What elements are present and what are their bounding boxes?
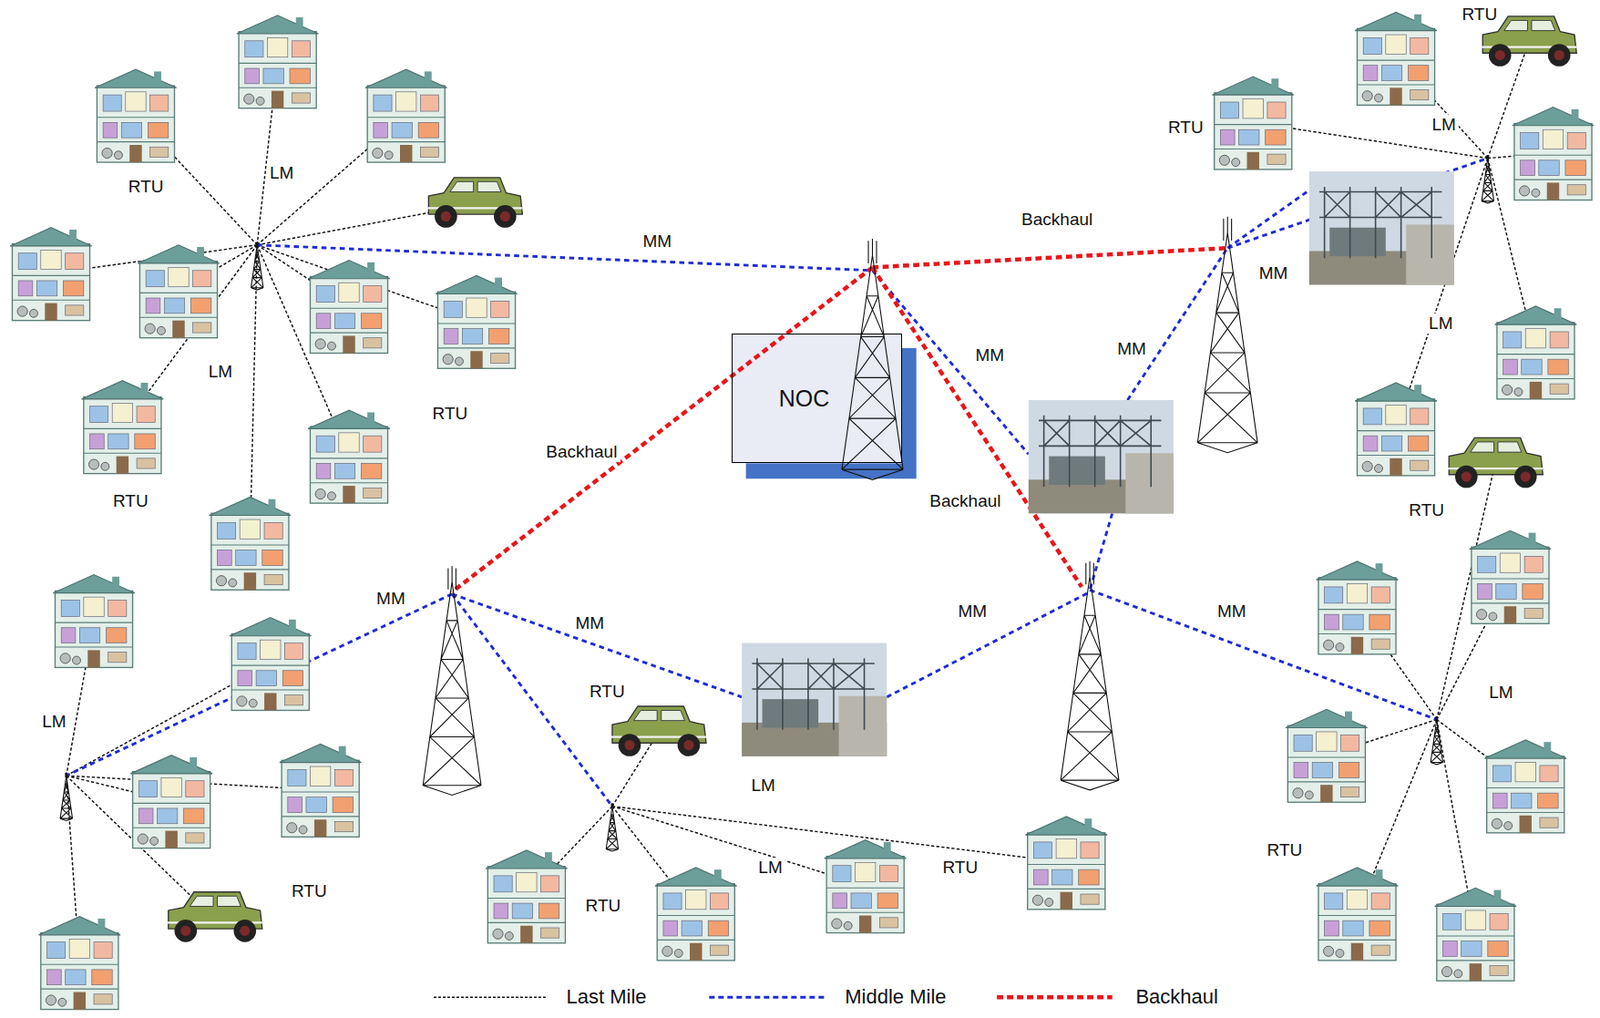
map-label: LM — [755, 857, 785, 878]
house-icon — [1469, 530, 1552, 624]
house-icon — [130, 755, 213, 849]
map-label: MM — [373, 588, 409, 609]
map-label: RTU — [939, 857, 981, 878]
map-label: MM — [1214, 601, 1250, 622]
house-icon — [229, 617, 312, 711]
map-label: MM — [972, 345, 1007, 366]
house-icon — [236, 15, 319, 109]
map-label: LM — [1425, 313, 1456, 334]
map-label: Backhaul — [1018, 209, 1096, 230]
house-icon — [1484, 739, 1567, 833]
last-mile-lines — [51, 42, 1553, 965]
vehicle-icon — [167, 892, 263, 943]
map-label: MM — [572, 613, 607, 634]
tower-symbol — [422, 565, 482, 795]
hub-tower-symbol — [1481, 154, 1494, 204]
map-label: Backhaul — [543, 441, 620, 462]
vehicle-icon — [1447, 437, 1543, 488]
map-label: MM — [639, 231, 675, 252]
vehicle-icon — [427, 177, 523, 228]
house-icon — [137, 245, 220, 339]
map-label: RTU — [586, 681, 628, 702]
house-icon — [1025, 816, 1108, 910]
house-icon — [307, 260, 390, 354]
hub-tower-symbol — [605, 802, 618, 852]
map-label: RTU — [1165, 117, 1207, 138]
map-label: Backhaul — [926, 491, 1004, 512]
vehicle-icon — [611, 706, 707, 757]
substation-picture — [1309, 171, 1455, 285]
house-icon — [82, 380, 165, 474]
house-icon — [365, 69, 448, 163]
legend-label: Last Mile — [566, 984, 647, 1009]
tower-symbol — [1060, 561, 1119, 790]
house-icon — [1354, 11, 1437, 105]
house-icon — [10, 227, 93, 321]
middle-mile-lines — [66, 158, 1488, 807]
house-icon — [1435, 887, 1518, 981]
legend-line-sample — [433, 995, 546, 998]
map-label: MM — [1114, 338, 1149, 359]
map-label: RTU — [1264, 840, 1306, 861]
network-operations-box: NOC — [731, 333, 903, 463]
house-icon — [52, 574, 135, 668]
map-label: MM — [1256, 263, 1292, 284]
house-icon — [1316, 561, 1399, 655]
hub-tower-symbol — [250, 241, 263, 290]
map-label: LM — [1428, 114, 1458, 135]
map-label: RTU — [288, 881, 330, 902]
house-icon — [1285, 708, 1368, 802]
legend-label: Backhaul — [1135, 984, 1219, 1009]
house-icon — [1354, 382, 1437, 476]
house-icon — [824, 840, 907, 934]
house-icon — [655, 867, 738, 961]
box-title: NOC — [779, 385, 831, 412]
house-icon — [307, 410, 390, 503]
tower-symbol — [841, 238, 903, 480]
map-label: LM — [205, 361, 236, 382]
map-label: RTU — [1458, 4, 1500, 25]
map-label: LM — [1486, 682, 1516, 703]
house-icon — [1211, 76, 1294, 170]
legend-label: Middle Mile — [844, 984, 946, 1009]
map-label: RTU — [583, 896, 625, 917]
house-icon — [1495, 306, 1578, 400]
hub-tower-symbol — [60, 772, 72, 821]
house-icon — [435, 275, 518, 369]
map-label: LM — [748, 775, 778, 796]
map-label: LM — [266, 163, 297, 184]
house-icon — [209, 496, 292, 590]
map-label: LM — [39, 711, 69, 732]
legend-line-sample — [708, 995, 825, 999]
map-label: RTU — [110, 491, 152, 512]
map-label: RTU — [430, 403, 472, 424]
house-icon — [279, 743, 362, 837]
tower-symbol — [1197, 216, 1258, 453]
house-icon — [39, 916, 122, 1010]
map-label: RTU — [1405, 500, 1447, 521]
house-icon — [485, 850, 568, 944]
legend-line-sample — [996, 994, 1113, 1000]
house-icon — [94, 69, 177, 163]
substation-picture — [741, 643, 887, 757]
backhaul-lines — [451, 247, 1228, 592]
map-label: MM — [954, 601, 990, 622]
substation-picture — [1028, 400, 1174, 513]
house-icon — [1512, 107, 1595, 201]
house-icon — [1316, 867, 1399, 961]
map-label: RTU — [125, 176, 167, 197]
hub-tower-symbol — [1430, 716, 1443, 765]
